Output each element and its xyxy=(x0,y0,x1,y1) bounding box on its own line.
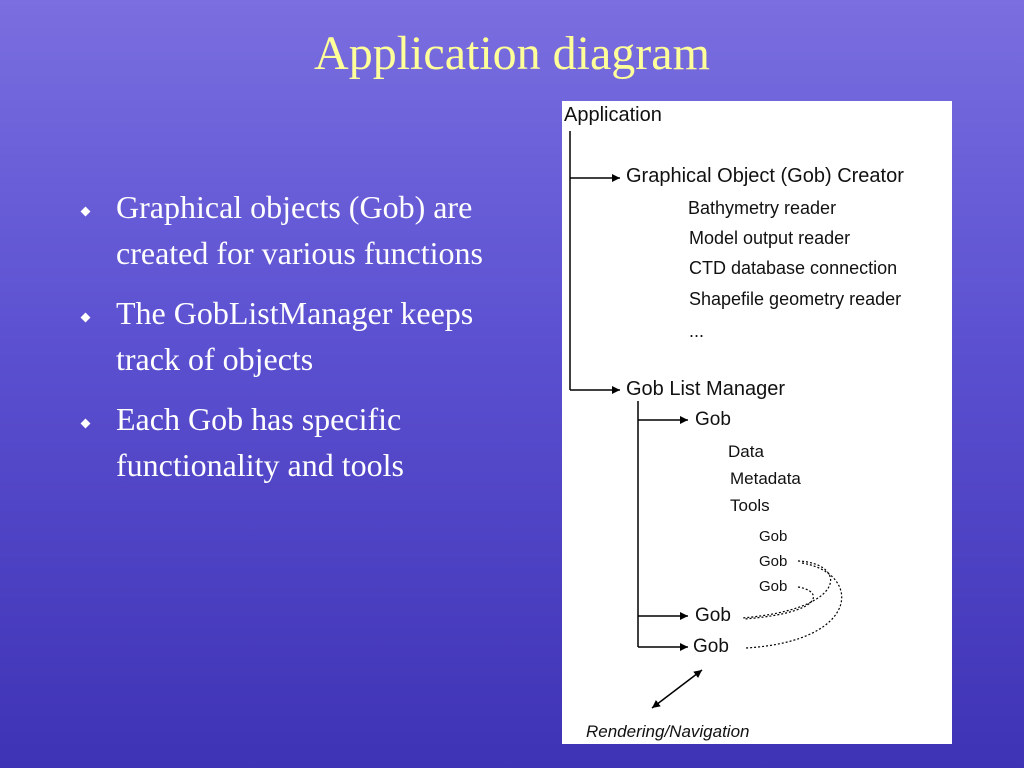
creator-item: Model output reader xyxy=(689,228,851,248)
bullet-item: Graphical objects (Gob) are created for … xyxy=(76,184,516,276)
gob-label: Gob xyxy=(695,409,731,430)
dotted-link-curve xyxy=(741,560,832,619)
slide-title: Application diagram xyxy=(314,27,710,80)
creator-item: Shapefile geometry reader xyxy=(689,289,902,309)
bullet-text: The GobListManager keeps track of object… xyxy=(116,295,474,377)
dotted-link-curve xyxy=(745,562,843,649)
rendering-double-arrow xyxy=(651,669,703,709)
bullet-text: Graphical objects (Gob) are created for … xyxy=(116,189,483,271)
creator-item: ... xyxy=(689,321,705,341)
nested-gob-label: Gob xyxy=(759,578,788,595)
creator-label: Graphical Object (Gob) Creator xyxy=(626,165,904,187)
diamond-bullet-icon xyxy=(80,206,91,217)
diamond-bullet-icon xyxy=(80,418,91,429)
creator-item: Bathymetry reader xyxy=(688,198,837,218)
dotted-link-curve xyxy=(743,586,814,620)
creator-item: CTD database connection xyxy=(689,258,898,278)
bullet-item: Each Gob has specific functionality and … xyxy=(76,396,516,488)
diagram-connectors xyxy=(569,131,843,709)
gob-item: Data xyxy=(728,442,764,461)
bullet-item: The GobListManager keeps track of object… xyxy=(76,290,516,382)
rendering-navigation-label: Rendering/Navigation xyxy=(586,722,750,741)
gob-label: Gob xyxy=(693,636,729,657)
bullet-text: Each Gob has specific functionality and … xyxy=(116,401,404,483)
gob-item: Metadata xyxy=(730,469,801,488)
gob-item: Tools xyxy=(730,496,770,515)
gob-label: Gob xyxy=(695,605,731,626)
diamond-bullet-icon xyxy=(80,312,91,323)
nested-gob-label: Gob xyxy=(759,553,788,570)
application-diagram: Application Graphical Object (Gob) Creat… xyxy=(562,101,952,744)
nested-gob-label: Gob xyxy=(759,528,788,545)
bullet-list: Graphical objects (Gob) are created for … xyxy=(76,184,516,502)
diagram-root-label: Application xyxy=(564,104,662,126)
manager-label: Gob List Manager xyxy=(626,378,785,400)
